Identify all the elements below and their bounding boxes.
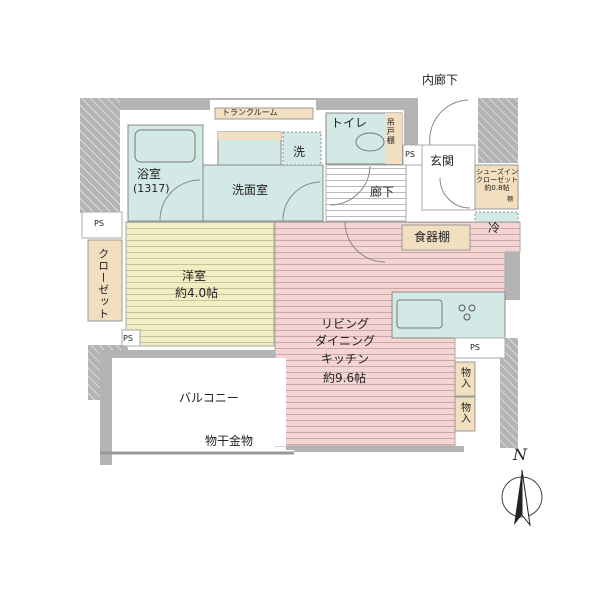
ldk-label: リビング ダイニング キッチン [315, 317, 376, 366]
closet [87, 239, 123, 322]
hallway-label: 廊下 [370, 185, 395, 199]
western-room-label: 洋室 [182, 269, 207, 283]
ps-label: PS [123, 334, 133, 343]
bath [127, 124, 204, 222]
washroom [202, 164, 324, 222]
wall-cabinet-label: 吊戸棚 [386, 118, 396, 145]
cupboard-label: 食器棚 [414, 230, 451, 244]
bath-label: 浴室 [137, 167, 162, 181]
fridge-label: 冷 [488, 221, 501, 235]
washroom-label: 洗面室 [232, 183, 269, 197]
ps-label: PS [470, 343, 480, 352]
trunk-room [214, 107, 314, 120]
north-arrow [501, 469, 543, 527]
entrance-label: 玄関 [430, 154, 455, 168]
laundry-hanger-label: 物干金物 [205, 434, 254, 448]
shoe-closet-label: シューズインクローゼット約0.8帖 [476, 168, 518, 193]
inner-corridor-label: 内廊下 [422, 73, 459, 87]
washer-label: 洗 [293, 145, 306, 159]
closet-label: クローゼット [96, 248, 110, 324]
western-room-size: 約4.0帖 [175, 286, 219, 300]
north-label: N [513, 445, 527, 464]
trunk-room-label: トランクルーム [222, 108, 278, 117]
kitchen-counter [391, 291, 506, 339]
toilet-label: トイレ [331, 116, 368, 130]
western-room [125, 221, 275, 347]
closet-text: クローゼット [96, 248, 110, 320]
bathtub [134, 129, 196, 163]
hallway [325, 164, 407, 222]
balcony-label: バルコニー [179, 391, 239, 405]
shelf-label: 棚 [507, 196, 514, 203]
storage-label: 物入 [458, 367, 470, 389]
cupboard [401, 224, 471, 251]
ldk-size: 約9.6帖 [323, 371, 367, 385]
bath-size: (1317) [133, 182, 170, 195]
ps-label: PS [94, 219, 104, 228]
storage-label: 物入 [458, 402, 470, 424]
shoe-closet [474, 164, 519, 210]
walls [80, 98, 520, 465]
door-swings [159, 99, 471, 263]
balcony [112, 358, 286, 446]
ps-label: PS [405, 150, 415, 159]
washer-space [282, 131, 322, 166]
